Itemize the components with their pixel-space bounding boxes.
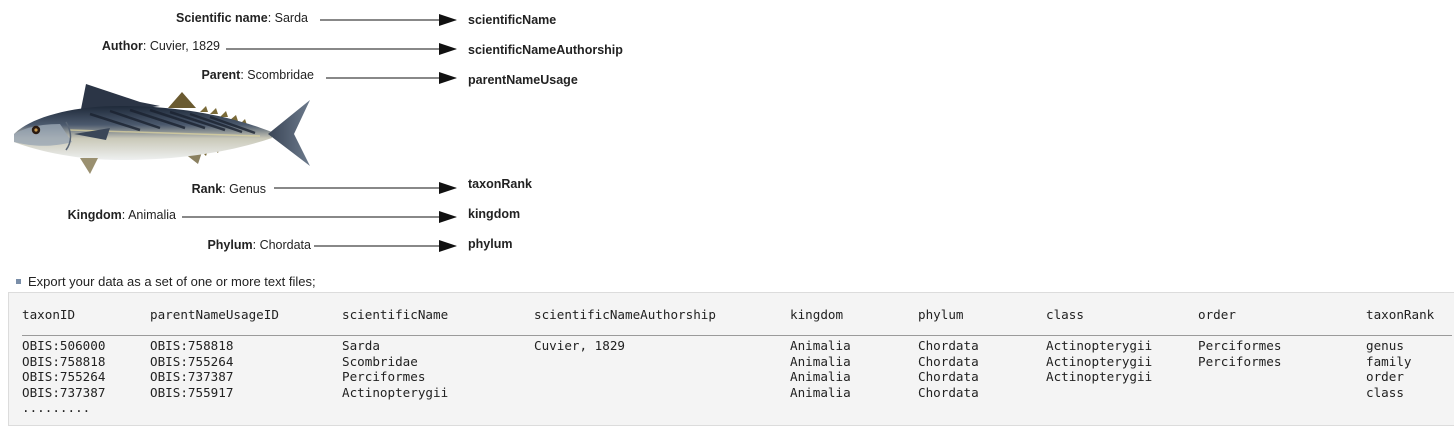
header-separator [22,335,1452,336]
table-cell: Scombridae [342,353,418,369]
table-header-cell: class [1046,307,1084,322]
table-cell: Animalia [790,338,851,353]
table-cell: Chordata [918,384,979,400]
table-cell: Sarda [342,338,380,353]
label-rank: Rank: Genus [191,182,266,196]
export-bullet-text: Export your data as a set of one or more… [28,274,316,289]
bullet-square-icon [16,279,21,284]
table-cell: genus [1366,338,1404,353]
table-cell: OBIS:737387 [22,384,106,400]
table-row: OBIS:755264 OBIS:737387 Perciformes Anim… [22,369,1452,385]
term-taxon-rank: taxonRank [468,177,532,191]
term-phylum: phylum [468,237,513,251]
table-cell: family [1366,353,1412,369]
taxon-table: taxonID parentNameUsageID scientificName… [22,307,1452,416]
term-scientific-name: scientificName [468,13,557,27]
table-cell: Chordata [918,353,979,369]
table-cell: class [1366,384,1404,400]
table-cell: Perciformes [1198,338,1282,353]
mapping-arrows [182,14,457,252]
fish-illustration [14,84,310,174]
table-cell: Perciformes [342,369,426,384]
export-bullet: Export your data as a set of one or more… [16,273,316,291]
table-header-cell: scientificNameAuthorship [534,307,716,322]
label-scientific-name: Scientific name: Sarda [175,11,308,25]
table-header-cell: taxonRank [1366,307,1435,322]
label-parent: Parent: Scombridae [201,68,314,82]
table-cell: Animalia [790,369,851,384]
table-cell: Cuvier, 1829 [534,338,625,353]
table-ellipsis: ......... [22,400,91,415]
table-cell: order [1366,369,1404,384]
label-kingdom: Kingdom: Animalia [67,208,176,222]
table-row: OBIS:737387 OBIS:755917 Actinopterygii A… [22,385,1452,401]
table-cell: Actinopterygii [1046,369,1153,384]
table-header-cell: parentNameUsageID [150,307,279,322]
table-cell: Actinopterygii [342,384,449,400]
table-cell: Chordata [918,338,979,353]
table-cell: Animalia [790,384,851,400]
table-cell: OBIS:755264 [150,353,234,369]
table-cell: OBIS:755264 [22,369,106,384]
table-header-cell: scientificName [342,307,449,322]
term-kingdom: kingdom [468,207,521,221]
table-cell: Actinopterygii [1046,338,1153,353]
code-block: taxonID parentNameUsageID scientificName… [8,292,1454,426]
table-row: OBIS:758818 OBIS:755264 Scombridae Anima… [22,354,1452,370]
table-cell: Chordata [918,369,979,384]
table-header-cell: taxonID [22,307,76,322]
table-header-cell: order [1198,307,1236,322]
mapping-diagram: Scientific name: Sarda Author: Cuvier, 1… [14,11,623,252]
table-cell: OBIS:755917 [150,384,234,400]
table-cell: OBIS:758818 [22,353,106,369]
term-authorship: scientificNameAuthorship [468,43,623,57]
table-row: OBIS:506000 OBIS:758818 Sarda Cuvier, 18… [22,338,1452,354]
table-header-row: taxonID parentNameUsageID scientificName… [22,307,1452,323]
table-cell: Perciformes [1198,353,1282,369]
table-cell: OBIS:506000 [22,338,106,353]
table-header-cell: phylum [918,307,964,322]
table-cell: OBIS:758818 [150,338,234,353]
label-author: Author: Cuvier, 1829 [101,39,220,53]
table-header-cell: kingdom [790,307,844,322]
label-phylum: Phylum: Chordata [207,238,311,252]
table-cell: OBIS:737387 [150,369,234,384]
table-ellipsis-row: ......... [22,400,1452,416]
table-cell: Animalia [790,353,851,369]
term-parent-name-usage: parentNameUsage [468,73,578,87]
table-cell: Actinopterygii [1046,353,1153,369]
